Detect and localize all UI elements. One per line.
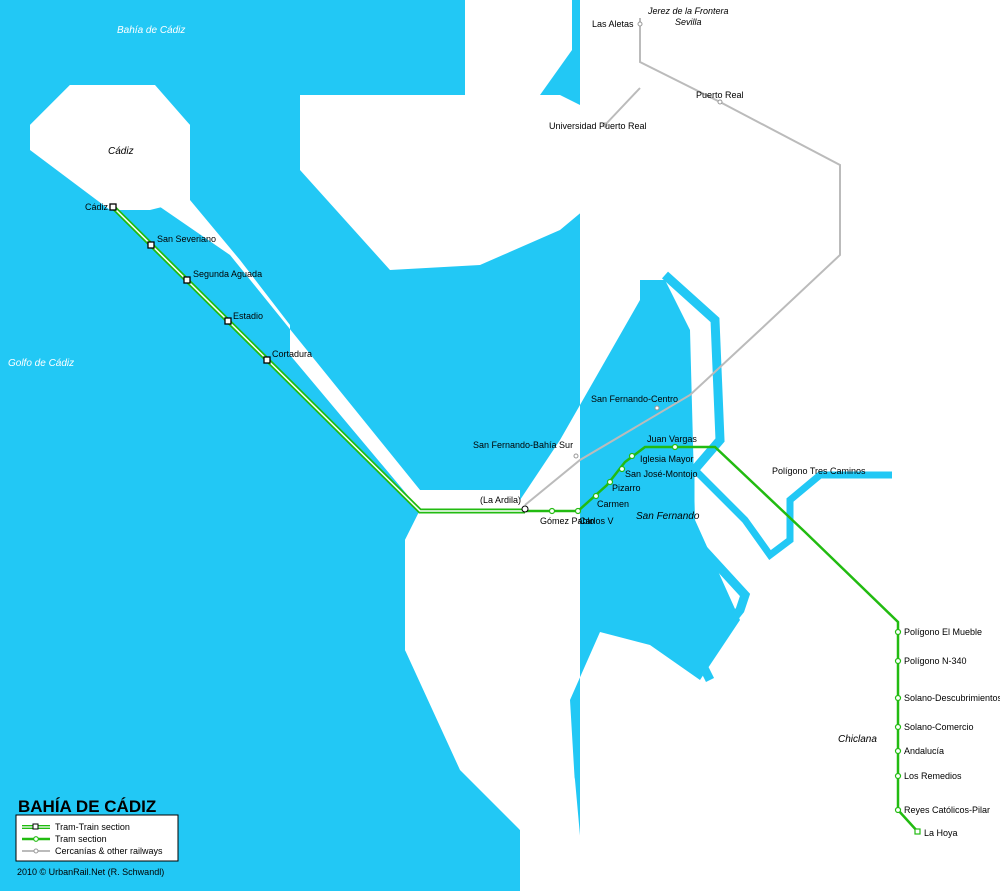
station-label-solano-comercio: Solano-Comercio — [904, 722, 974, 732]
tram-train-line-inner — [112, 206, 525, 512]
station-label-andalucia: Andalucía — [904, 746, 944, 756]
station-label-poligono-tres-caminos: Polígono Tres Caminos — [772, 466, 866, 476]
area-label-chiclana: Chiclana — [838, 734, 877, 745]
station-marker-juan-vargas — [671, 443, 679, 451]
station-marker-cortadura — [263, 356, 271, 364]
station-marker-solano-comercio — [894, 723, 902, 731]
legend-marker-railway — [33, 848, 39, 854]
station-marker-carmen — [592, 492, 600, 500]
station-label-carlos-v: Carlos V — [579, 516, 614, 526]
station-label-san-fernando-centro: San Fernando-Centro — [591, 394, 678, 404]
station-label-puerto-real: Puerto Real — [696, 90, 744, 100]
station-marker-san-jose-montojo — [618, 465, 626, 473]
legend-label-tram: Tram section — [55, 834, 107, 844]
legend-label-tram-train: Tram-Train section — [55, 822, 130, 832]
map-title: BAHÍA DE CÁDIZ — [18, 797, 156, 816]
area-label-san-fernando: San Fernando — [636, 511, 700, 522]
station-marker-san-severiano — [147, 241, 155, 249]
tram-line — [525, 445, 919, 833]
station-marker-la-ardila — [521, 505, 529, 513]
area-label-cadiz: Cádiz — [108, 146, 134, 157]
station-label-san-jose-montojo: San José-Montojo — [625, 469, 698, 479]
station-marker-carlos-v — [574, 507, 582, 515]
station-label-carmen: Carmen — [597, 499, 629, 509]
station-marker-san-fernando-centro — [654, 405, 660, 411]
credit-text: 2010 © UrbanRail.Net (R. Schwandl) — [17, 867, 164, 877]
station-label-la-ardila: (La Ardila) — [480, 495, 521, 505]
station-label-gomez-pablo: Gómez Pablo — [540, 516, 595, 526]
river-tres-caminos — [692, 467, 892, 560]
station-marker-bahia-sur — [573, 453, 579, 459]
station-marker-estadio — [224, 317, 232, 325]
station-label-segunda-aguada: Segunda Aguada — [193, 269, 262, 279]
land-puerto-real — [465, 0, 572, 95]
station-label-cadiz: Cádiz — [85, 202, 109, 212]
station-label-poligono-el-mueble: Polígono El Mueble — [904, 627, 982, 637]
station-marker-universidad — [602, 122, 608, 128]
station-label-sevilla: Sevilla — [675, 17, 702, 27]
station-label-reyes-catolicos-pilar: Reyes Católicos-Pilar — [904, 805, 990, 815]
station-label-san-severiano: San Severiano — [157, 234, 216, 244]
station-marker-reyes-catolicos-pilar — [894, 806, 902, 814]
station-marker-los-remedios — [894, 772, 902, 780]
station-label-poligono-n-340: Polígono N-340 — [904, 656, 967, 666]
station-label-las-aletas: Las Aletas — [592, 19, 634, 29]
station-label-cortadura: Cortadura — [272, 349, 312, 359]
legend-marker-tram-train — [32, 823, 39, 830]
station-label-juan-vargas: Juan Vargas — [647, 434, 697, 444]
station-label-san-fernando-bahia-sur: San Fernando-Bahía Sur — [473, 440, 573, 450]
river-san-fernando — [661, 271, 751, 683]
land-cadiz-city — [30, 85, 190, 210]
station-label-jerez: Jerez de la Frontera — [647, 6, 729, 16]
legend-label-railway: Cercanías & other railways — [55, 846, 163, 856]
station-label-estadio: Estadio — [233, 311, 263, 321]
station-marker-solano-descubrimientos — [894, 694, 902, 702]
land-island-east — [665, 120, 755, 280]
railway-line-north — [524, 18, 841, 506]
station-marker-segunda-aguada — [183, 276, 191, 284]
land-southwest — [405, 510, 585, 891]
station-label-la-hoya: La Hoya — [924, 828, 958, 838]
station-marker-andalucia — [894, 747, 902, 755]
railway-branch-universidad — [604, 87, 641, 126]
station-marker-iglesia-mayor — [628, 452, 636, 460]
station-marker-gomez-pablo — [548, 507, 556, 515]
station-label-iglesia-mayor: Iglesia Mayor — [640, 454, 694, 464]
water-label-bahia: Bahía de Cádiz — [117, 25, 185, 36]
station-label-universidad-puerto-real: Universidad Puerto Real — [549, 121, 647, 131]
legend-marker-tram — [33, 836, 39, 842]
station-marker-pizarro — [606, 478, 614, 486]
station-marker-la-hoya — [914, 828, 921, 835]
station-marker-las-aletas — [637, 21, 643, 27]
station-label-pizarro: Pizarro — [612, 483, 641, 493]
water-label-golfo: Golfo de Cádiz — [8, 358, 74, 369]
station-marker-puerto-real — [717, 99, 723, 105]
station-label-solano-descubrimientos: Solano-Descubrimientos — [904, 693, 1000, 703]
station-marker-poligono-el-mueble — [894, 628, 902, 636]
land-island-north — [300, 95, 620, 270]
station-label-los-remedios: Los Remedios — [904, 771, 962, 781]
station-marker-cadiz — [109, 203, 117, 211]
station-marker-poligono-n-340 — [894, 657, 902, 665]
